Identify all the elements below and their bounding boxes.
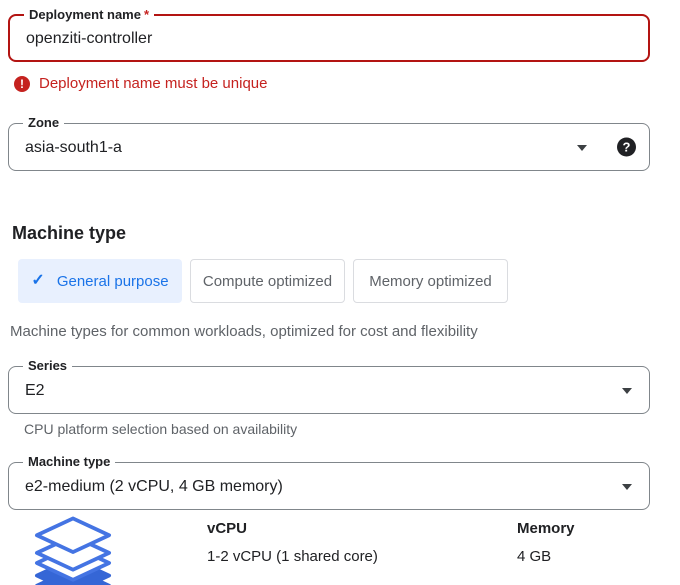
machine-type-value: e2-medium (2 vCPU, 4 GB memory) (25, 478, 283, 495)
error-icon: ! (14, 75, 30, 92)
deployment-name-input[interactable]: openziti-controller (26, 30, 153, 47)
tab-label: Memory optimized (369, 272, 492, 290)
deployment-name-error: ! Deployment name must be unique (14, 75, 680, 92)
zone-help-button[interactable]: ? (617, 137, 636, 157)
spec-memory-value: 4 GB (517, 548, 552, 565)
series-helper-text: CPU platform selection based on availabi… (24, 421, 298, 437)
dropdown-arrow-icon (622, 484, 632, 490)
dropdown-arrow-icon (577, 145, 587, 151)
tab-general-purpose[interactable]: ✓ General purpose (18, 259, 182, 303)
machine-type-select[interactable]: Machine type e2-medium (2 vCPU, 4 GB mem… (8, 454, 650, 510)
machine-family-tabs: ✓ General purpose Compute optimized Memo… (18, 259, 680, 303)
machine-type-heading: Machine type (12, 223, 127, 243)
spec-vcpu-value: 1-2 vCPU (1 shared core) (207, 548, 378, 565)
machine-specs: vCPU 1-2 vCPU (1 shared core) Memory 4 G… (0, 512, 680, 585)
tab-memory-optimized[interactable]: Memory optimized (353, 259, 508, 303)
layers-icon (34, 516, 112, 585)
error-message: Deployment name must be unique (39, 75, 268, 92)
machine-config-form: Deployment name* openziti-controller ! D… (0, 7, 680, 585)
machine-type-label: Machine type (23, 454, 116, 470)
spec-vcpu: vCPU 1-2 vCPU (1 shared core) (207, 520, 378, 565)
tab-compute-optimized[interactable]: Compute optimized (190, 259, 345, 303)
zone-label: Zone (23, 115, 65, 131)
series-label: Series (23, 358, 73, 374)
zone-select[interactable]: Zone asia-south1-a ? (8, 115, 650, 171)
spec-vcpu-header: vCPU (207, 520, 248, 537)
machine-family-description: Machine types for common workloads, opti… (10, 323, 478, 340)
zone-value: asia-south1-a (25, 139, 122, 156)
tab-label: General purpose (56, 272, 169, 290)
spec-memory-header: Memory (517, 520, 575, 537)
deployment-name-label: Deployment name* (24, 7, 155, 23)
spec-memory: Memory 4 GB (517, 520, 575, 565)
deployment-name-field[interactable]: Deployment name* openziti-controller (8, 7, 650, 62)
series-select[interactable]: Series E2 (8, 358, 650, 414)
checkmark-icon: ✓ (31, 272, 45, 289)
series-value: E2 (25, 382, 45, 399)
tab-label: Compute optimized (202, 272, 333, 290)
required-asterisk: * (143, 7, 150, 22)
dropdown-arrow-icon (622, 388, 632, 394)
